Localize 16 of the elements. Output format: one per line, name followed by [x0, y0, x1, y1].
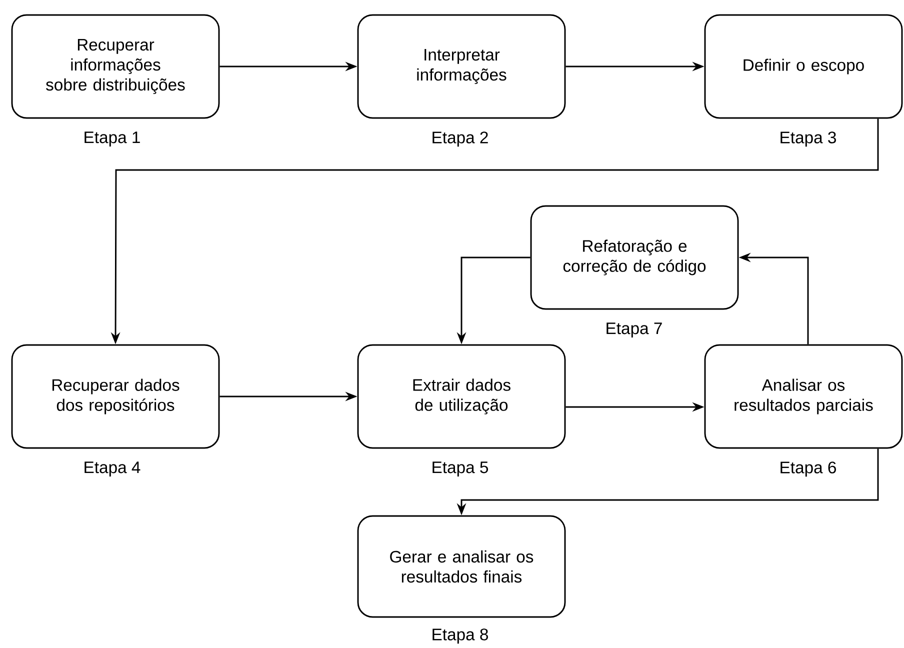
step-label: Etapa 5	[432, 462, 488, 476]
step-label: Etapa 7	[606, 322, 662, 338]
process-box: Refatoração e correção de código	[530, 205, 739, 310]
process-box: Recuperar dados dos repositórios	[11, 344, 220, 449]
step-label: Etapa 3	[780, 132, 836, 147]
process-box: Definir o escopo	[704, 14, 903, 119]
step-label: Etapa 4	[84, 462, 140, 476]
step-label: Etapa 8	[432, 628, 488, 644]
step-label: Etapa 1	[84, 132, 140, 146]
process-box: Analisar os resultados parciais	[704, 344, 903, 449]
step-label: Etapa 2	[432, 132, 488, 147]
process-box: Gerar e analisar os resultados finais	[357, 515, 566, 618]
process-box: Recuperar informações sobre distribuições	[11, 14, 220, 119]
process-box: Interpretar informações	[357, 14, 566, 119]
process-box: Extrair dados de utilização	[357, 344, 566, 449]
step-label: Etapa 6	[780, 462, 836, 477]
